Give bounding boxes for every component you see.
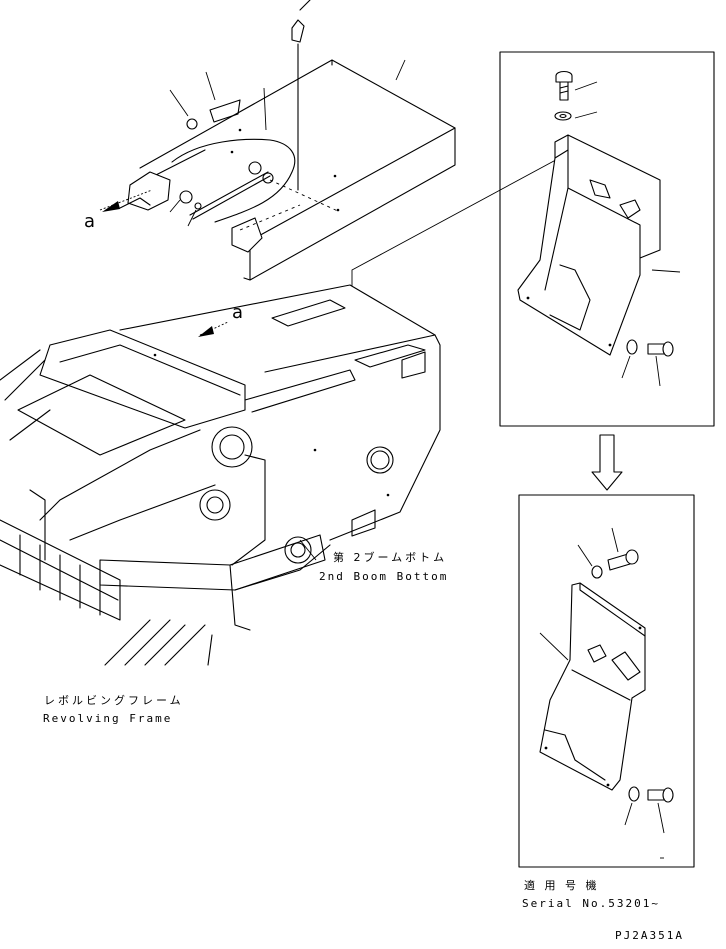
view-a-label-frame: a bbox=[232, 302, 244, 323]
arrow-a-icon bbox=[99, 189, 153, 212]
revolving-frame bbox=[0, 284, 441, 666]
serial-label-en: Serial No.53201~ bbox=[522, 897, 660, 910]
boom-bottom-label-jp: 第 2ブームボトム bbox=[333, 551, 448, 564]
drawing-code: PJ2A351A bbox=[615, 929, 684, 942]
revolving-frame-label-en: Revolving Frame bbox=[43, 712, 173, 725]
view-a-label-top: a bbox=[84, 211, 96, 232]
serial-label-jp: 適 用 号 機 bbox=[524, 879, 600, 892]
revolving-frame-label-jp: レボルビングフレーム bbox=[44, 694, 184, 707]
down-arrow-icon bbox=[591, 434, 623, 491]
leader-to-detail bbox=[351, 154, 566, 286]
top-cover-assembly bbox=[99, 0, 456, 281]
detail-box-before bbox=[499, 51, 715, 427]
boom-bottom-label-en: 2nd Boom Bottom bbox=[319, 570, 449, 583]
detail-box-after bbox=[518, 494, 695, 868]
arrow-a-icon bbox=[198, 321, 229, 337]
